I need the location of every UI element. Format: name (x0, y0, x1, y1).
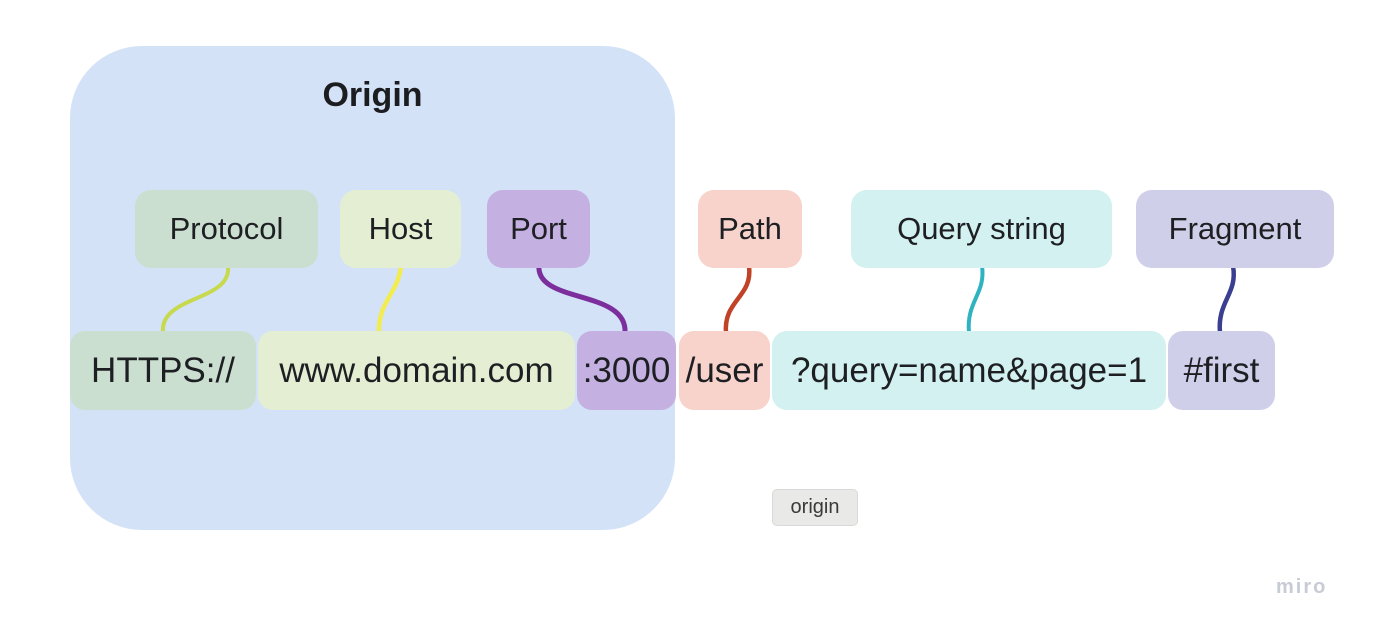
origin-group-shape[interactable]: Origin (70, 46, 675, 530)
port-label-text: Port (510, 211, 567, 246)
url-segment-fragment-text: #first (1183, 350, 1260, 390)
url-segment-protocol-text: HTTPS:// (91, 350, 235, 390)
query-string-label-shape[interactable]: Query string (851, 190, 1112, 268)
protocol-label-shape[interactable]: Protocol (135, 190, 318, 268)
protocol-label-text: Protocol (169, 211, 284, 246)
url-segment-host-text: www.domain.com (279, 350, 554, 390)
url-segment-port[interactable]: :3000 (577, 331, 676, 410)
path-connector-line[interactable] (723, 263, 752, 337)
fragment-label-text: Fragment (1168, 211, 1302, 246)
port-connector-line[interactable] (536, 262, 628, 336)
query-connector-line[interactable] (966, 264, 985, 335)
url-segment-port-text: :3000 (582, 350, 671, 390)
port-label-shape[interactable]: Port (487, 190, 590, 268)
host-connector-line[interactable] (376, 263, 404, 336)
host-label-text: Host (368, 211, 433, 246)
origin-tag-text: origin (790, 496, 840, 518)
origin-tag[interactable]: origin (772, 489, 858, 526)
origin-group-title: Origin (322, 76, 423, 114)
path-label-shape[interactable]: Path (698, 190, 802, 268)
query-string-label-text: Query string (897, 211, 1066, 246)
url-segment-protocol[interactable]: HTTPS:// (70, 331, 256, 410)
fragment-connector-line[interactable] (1217, 263, 1237, 336)
path-label-text: Path (718, 211, 782, 246)
url-segment-path-text: /user (685, 350, 764, 390)
url-segment-fragment[interactable]: #first (1168, 331, 1275, 410)
fragment-label-shape[interactable]: Fragment (1136, 190, 1334, 268)
protocol-connector-line[interactable] (160, 264, 231, 335)
url-segment-host[interactable]: www.domain.com (258, 331, 575, 410)
url-segment-query-string[interactable]: ?query=name&page=1 (772, 331, 1166, 410)
url-segment-path[interactable]: /user (679, 331, 770, 410)
url-segment-query-string-text: ?query=name&page=1 (790, 350, 1148, 390)
host-label-shape[interactable]: Host (340, 190, 461, 268)
miro-watermark: miro (1276, 576, 1328, 598)
